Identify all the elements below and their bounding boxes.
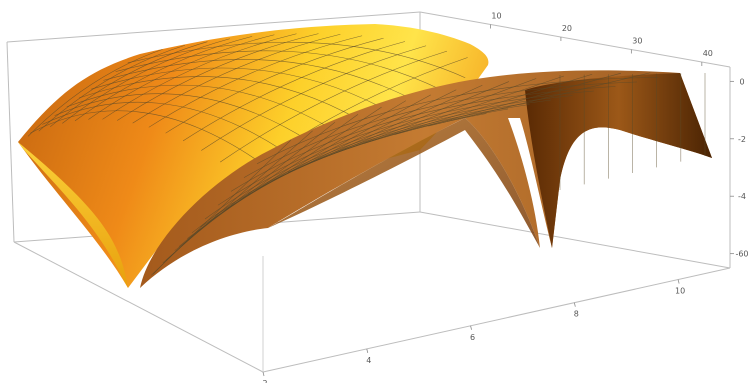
- surface-front: [140, 70, 712, 288]
- mesh-line: [54, 93, 329, 155]
- mesh-line: [115, 50, 443, 91]
- mesh-line: [91, 67, 397, 117]
- mesh-line: [363, 74, 593, 144]
- mesh-line: [27, 49, 163, 137]
- y-tick-label: 10: [491, 12, 501, 21]
- mesh-line: [102, 33, 297, 120]
- mesh-line: [30, 110, 283, 180]
- x-tick-label: 4: [366, 356, 371, 365]
- y-axis-ticks: 10 20 30 40: [490, 12, 713, 66]
- mesh-line: [50, 41, 208, 128]
- mesh-line: [230, 94, 431, 205]
- mesh-line: [394, 72, 622, 135]
- mesh-line: [162, 130, 313, 264]
- x-tick-label: 6: [470, 333, 475, 342]
- mesh-line: [187, 114, 359, 239]
- mesh-line: [336, 75, 564, 153]
- mesh-line: [200, 106, 382, 228]
- z-tick-label: -2: [738, 135, 746, 144]
- x-tick-mark: [470, 325, 472, 330]
- x-tick-label: 10: [675, 287, 685, 296]
- mesh-line: [66, 84, 352, 142]
- x-tick-mark: [262, 371, 265, 377]
- z-tick-label: -4: [738, 192, 746, 201]
- mesh-line: [132, 34, 341, 124]
- x-tick-label: 8: [574, 310, 579, 319]
- mesh-line: [62, 38, 230, 124]
- z-tick-label: 0: [739, 77, 744, 86]
- z-axis-ticks: 0 -2 -4 -60: [730, 77, 748, 259]
- x-tick-label: 2: [262, 379, 267, 383]
- mesh-line: [215, 100, 407, 216]
- x-tick-mark: [366, 348, 369, 353]
- mesh-line: [201, 45, 427, 151]
- mesh-line: [148, 35, 363, 128]
- mesh-line: [248, 89, 457, 194]
- mesh-line: [219, 50, 448, 163]
- y-tick-label: 30: [632, 37, 642, 46]
- mesh-line: [117, 33, 319, 121]
- mesh-line: [74, 36, 253, 122]
- y-tick-label: 40: [703, 49, 713, 58]
- x-tick-mark: [573, 302, 576, 307]
- mesh-line: [88, 34, 275, 120]
- box-front-edges: [6, 41, 731, 373]
- mesh-line: [165, 37, 384, 134]
- mesh-line: [428, 72, 651, 127]
- mesh-line: [174, 121, 336, 251]
- x-axis-ticks: 2 4 6 8 10: [262, 279, 685, 383]
- z-tick-label: -60: [735, 250, 748, 259]
- mesh-line: [38, 44, 186, 132]
- x-tick-mark: [677, 279, 680, 284]
- y-tick-label: 20: [562, 24, 572, 33]
- mesh-line: [182, 41, 406, 142]
- surface-back: [18, 24, 489, 288]
- mesh-line: [42, 101, 306, 167]
- mesh-line: [78, 76, 375, 129]
